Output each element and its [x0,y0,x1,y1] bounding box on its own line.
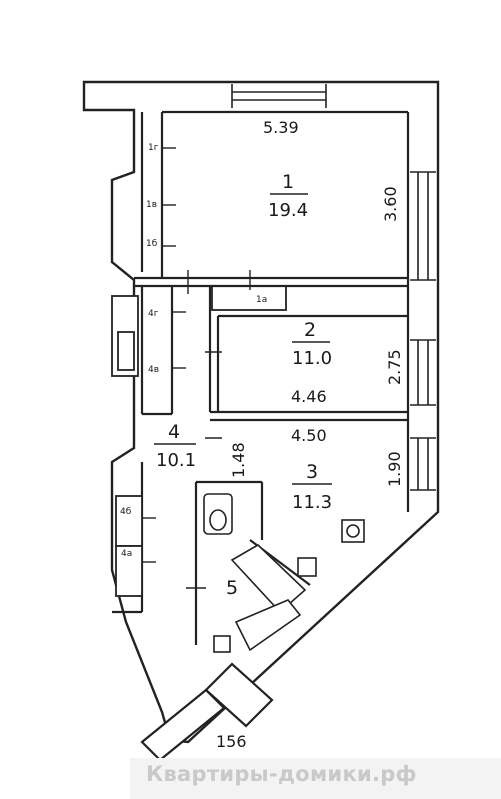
label-1b: 1б [146,239,158,249]
room-5-number: 5 [226,577,238,599]
dim-entrance: 156 [216,732,247,751]
dim-room2-width: 4.46 [291,387,327,406]
room-2-area: 11.0 [292,348,332,369]
left-niches [111,295,143,597]
window-top [231,84,327,108]
room-3-area: 11.3 [292,492,332,513]
room-1-number: 1 [282,171,294,193]
label-1v: 1в [146,200,157,210]
room-4-number: 4 [168,421,180,443]
watermark-band [130,758,501,799]
room-1-area: 19.4 [268,200,308,221]
room-1a-outline [211,285,287,311]
dim-room3-width: 4.50 [291,426,327,445]
entrance-corridor [140,662,274,762]
dim-room1-width: 5.39 [263,118,299,137]
label-4v: 4в [148,365,159,375]
windows-right [410,171,436,491]
dim-hall-width: 1.48 [229,442,248,478]
room-3-number: 3 [306,461,318,483]
label-1a: 1а [256,295,267,305]
dim-room2-depth: 2.75 [385,349,404,385]
room-4-area: 10.1 [156,450,196,471]
label-4a: 4а [121,549,132,559]
label-4g: 4г [148,309,159,319]
room-2-number: 2 [304,319,316,341]
bathroom-fixtures [203,493,365,653]
ticks [142,147,251,589]
label-1g: 1г [148,143,159,153]
dim-room3-depth: 1.90 [385,451,404,487]
label-4b: 4б [120,507,132,517]
site-watermark: Квартиры-домики.рф [146,762,417,786]
dim-room1-depth: 3.60 [381,186,400,222]
